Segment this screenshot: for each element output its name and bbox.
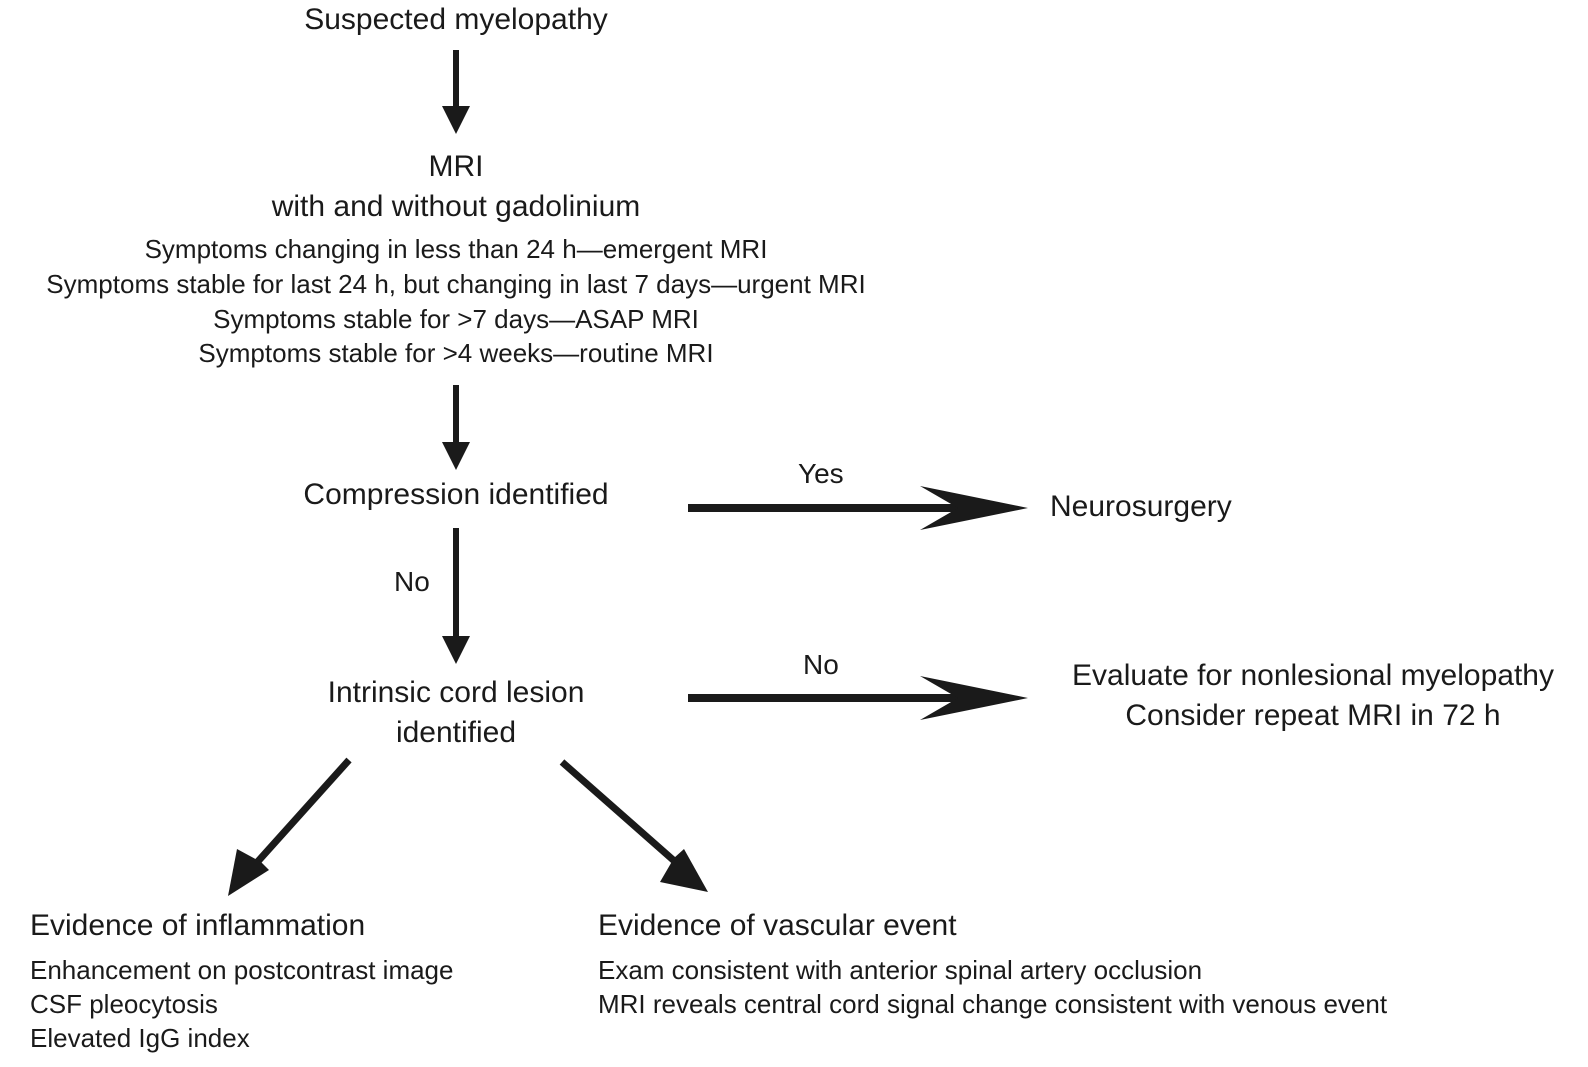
edge-label-no: No [803, 649, 839, 680]
mri-rule: Symptoms stable for >7 days—ASAP MRI [213, 304, 699, 334]
mri-rule: Symptoms changing in less than 24 h—emer… [144, 234, 768, 264]
neurosurgery-node: Neurosurgery [1050, 490, 1232, 523]
arrow-start-to-mri [442, 50, 470, 134]
arrow-intrinsic-to-inflammation [228, 757, 352, 896]
inflammation-item: Enhancement on postcontrast image [30, 955, 454, 985]
edge-label-yes: Yes [798, 458, 844, 489]
arrow-compression-to-intrinsic [442, 528, 470, 664]
nonlesional-node-line2: Consider repeat MRI in 72 h [1125, 699, 1501, 732]
intrinsic-node-line2: identified [395, 716, 517, 749]
inflammation-title: Evidence of inflammation [30, 909, 366, 942]
arrow-mri-to-compression [442, 385, 470, 470]
mri-rule: Symptoms stable for >4 weeks—routine MRI [198, 338, 714, 368]
edge-label-no: No [394, 566, 430, 597]
mri-subtitle: with and without gadolinium [271, 190, 641, 223]
start-node: Suspected myelopathy [304, 3, 608, 36]
vascular-title: Evidence of vascular event [598, 909, 957, 942]
inflammation-item: CSF pleocytosis [30, 989, 218, 1019]
nonlesional-node-line1: Evaluate for nonlesional myelopathy [1072, 659, 1554, 692]
intrinsic-node-line1: Intrinsic cord lesion [327, 676, 585, 709]
arrow-compression-to-neurosurgery [688, 486, 1028, 530]
vascular-item: MRI reveals central cord signal change c… [598, 989, 1388, 1019]
vascular-item: Exam consistent with anterior spinal art… [598, 955, 1203, 985]
mri-title: MRI [428, 150, 484, 183]
inflammation-item: Elevated IgG index [30, 1023, 250, 1053]
mri-rule: Symptoms stable for last 24 h, but chang… [46, 269, 866, 299]
arrow-intrinsic-to-nonlesional [688, 676, 1028, 720]
arrow-intrinsic-to-vascular [559, 759, 708, 892]
compression-node: Compression identified [303, 478, 609, 511]
